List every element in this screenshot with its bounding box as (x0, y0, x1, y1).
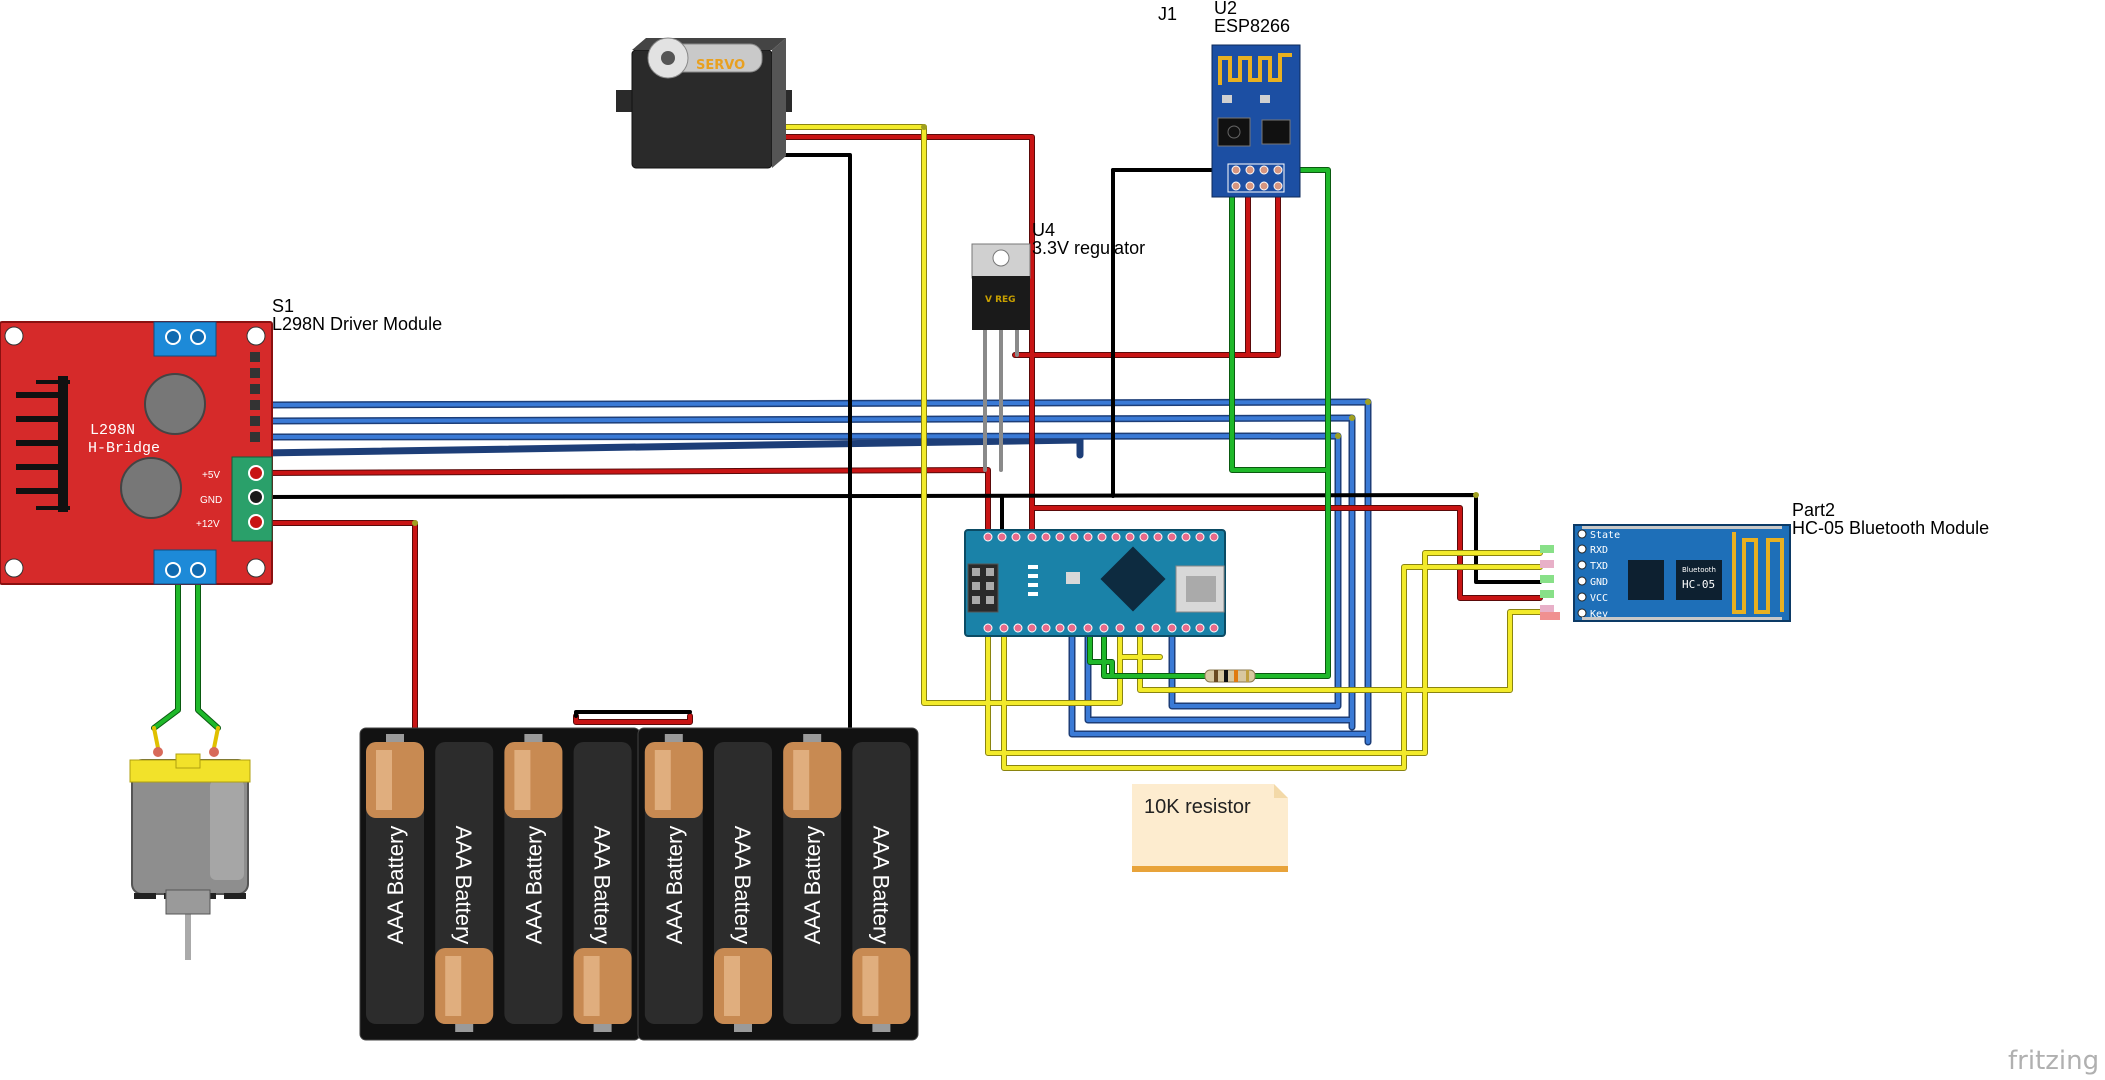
l298n-pin-5v: +5V (202, 470, 220, 481)
aaa-battery: AAA Battery (644, 734, 703, 1024)
hc05-bluetooth-module: State RXD TXD GND VCC Key HC-05 Bluetoot… (1540, 524, 1791, 622)
hc05-pin-txd: TXD (1590, 561, 1608, 572)
esp8266-module (1211, 44, 1301, 198)
aaa-battery-label: AAA Battery (662, 826, 687, 945)
battery-pack: AAA Battery AAA Battery AAA Battery AAA Bat… (359, 727, 919, 1041)
l298n-board-text-1: L298N (90, 422, 135, 439)
aaa-battery: AAA Battery (435, 742, 494, 1032)
l298n-board-text-2: H-Bridge (88, 440, 160, 457)
l298n-driver-module: L298N H-Bridge +5V GND +12V (0, 321, 273, 585)
hc05-pin-state: State (1590, 530, 1620, 541)
l298n-name: L298N Driver Module (272, 314, 443, 334)
aaa-battery-label: AAA Battery (383, 826, 408, 945)
esp8266-ref: U2 (1214, 0, 1238, 18)
servo-label: SERVO (696, 58, 745, 73)
aaa-battery: AAA Battery (366, 734, 424, 1024)
aaa-battery: AAA Battery (852, 742, 911, 1032)
hc05-ref: Part2 (1792, 500, 1836, 520)
aaa-battery: AAA Battery (783, 734, 842, 1024)
l298n-pin-gnd: GND (200, 495, 222, 506)
aaa-battery: AAA Battery (573, 742, 632, 1032)
battery-cells: AAA Battery AAA Battery AAA Battery AAA Bat… (366, 734, 911, 1032)
hc05-pin-labels: State RXD TXD GND VCC Key (1590, 530, 1620, 620)
arduino-nano (964, 529, 1226, 637)
regulator-name: 3.3V regulator (1032, 238, 1146, 258)
fritzing-watermark: fritzing (2008, 1046, 2100, 1076)
servo-motor: SERVO (616, 37, 792, 169)
aaa-battery-label: AAA Battery (521, 826, 546, 945)
hc05-chip-text: HC-05 (1682, 578, 1715, 591)
hc05-pin-gnd: GND (1590, 577, 1608, 588)
aaa-battery-label: AAA Battery (800, 826, 825, 945)
l298n-ref: S1 (272, 296, 295, 316)
arduino-bottom-pins (983, 623, 1219, 633)
aaa-battery-label: AAA Battery (590, 826, 615, 945)
wires (151, 124, 1543, 771)
hc05-pin-key: Key (1590, 609, 1608, 620)
voltage-regulator: V REG (971, 243, 1031, 330)
aaa-battery: AAA Battery (714, 742, 772, 1032)
hc05-chip-sub: Bluetooth (1682, 566, 1716, 574)
aaa-battery-label: AAA Battery (868, 826, 893, 945)
esp8266-name: ESP8266 (1214, 16, 1291, 36)
resistor-note: 10K resistor (1132, 784, 1288, 872)
aaa-battery-label: AAA Battery (730, 826, 755, 945)
regulator-ref: U4 (1032, 220, 1056, 240)
arduino-top-pins (983, 532, 1219, 542)
l298n-pin-12v: +12V (196, 519, 220, 530)
hc05-name: HC-05 Bluetooth Module (1792, 518, 1990, 538)
hc05-pin-vcc: VCC (1590, 593, 1608, 604)
aaa-battery: AAA Battery (504, 734, 563, 1024)
regulator-chip-text: V REG (985, 295, 1016, 305)
esp8266-j1-ref: J1 (1158, 4, 1178, 24)
aaa-battery-label: AAA Battery (451, 826, 476, 945)
hc05-pin-rxd: RXD (1590, 545, 1608, 556)
resistor-note-text: 10K resistor (1144, 796, 1251, 818)
note-fold (1274, 784, 1288, 798)
dc-motor (129, 747, 251, 960)
resistor-10k (1204, 669, 1256, 683)
